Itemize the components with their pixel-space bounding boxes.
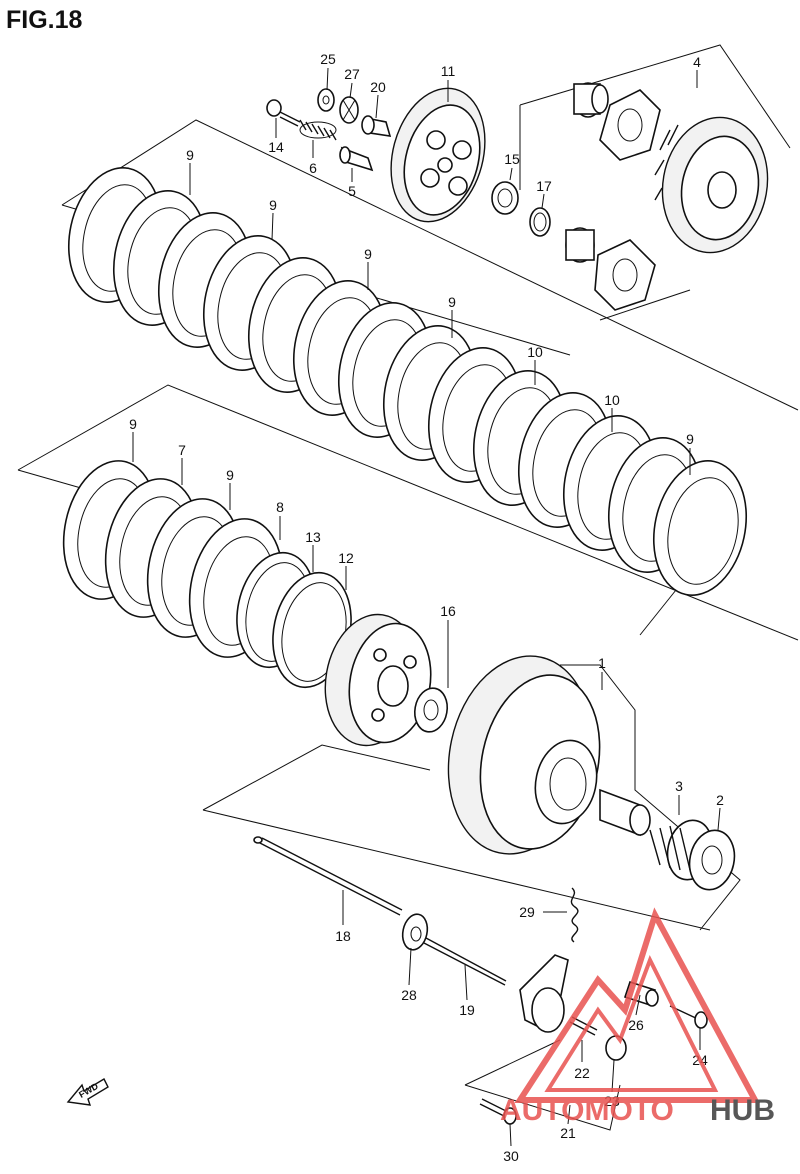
clutch-housing-4 [565, 82, 769, 311]
callout-5: 5 [348, 183, 356, 199]
callout-25: 25 [320, 51, 336, 67]
callout-30: 30 [503, 1148, 519, 1164]
callout-2: 2 [716, 792, 724, 808]
fwd-arrow: FWD [66, 1078, 109, 1106]
callout-9-c: 9 [364, 246, 372, 262]
callout-7: 7 [178, 442, 186, 458]
callout-6: 6 [309, 160, 317, 176]
watermark-text-right: HUB [710, 1094, 775, 1127]
callout-1: 1 [598, 655, 606, 671]
callout-13: 13 [305, 529, 321, 545]
watermark-text-left: AUTOMOTO [500, 1094, 674, 1127]
figure-title: FIG.18 [6, 6, 83, 34]
callout-16: 16 [440, 603, 456, 619]
callout-19: 19 [459, 1002, 475, 1018]
callout-28: 28 [401, 987, 417, 1003]
callout-27: 27 [344, 66, 360, 82]
callout-11: 11 [441, 63, 456, 79]
callout-4: 4 [693, 54, 701, 70]
callout-9-f: 9 [129, 416, 137, 432]
callout-12: 12 [338, 550, 354, 566]
top-small-parts [266, 88, 392, 172]
callout-9-a: 9 [186, 147, 194, 163]
callout-22: 22 [574, 1065, 590, 1081]
callout-10-a: 10 [527, 344, 543, 360]
callout-9-d: 9 [448, 294, 456, 310]
callout-10-b: 10 [604, 392, 620, 408]
callout-15: 15 [504, 151, 520, 167]
bearing-15-washer-17 [491, 181, 551, 237]
callout-9-b: 9 [269, 197, 277, 213]
upper-plate-stack [67, 167, 748, 596]
callout-29: 29 [519, 904, 535, 920]
callout-17: 17 [536, 178, 552, 194]
callout-14: 14 [268, 139, 284, 155]
sleeve-hub-16 [324, 613, 449, 747]
callout-3: 3 [675, 778, 683, 794]
watermark-logo: AUTOMOTO HUB [500, 907, 775, 1127]
callout-20: 20 [370, 79, 386, 95]
callout-26: 26 [628, 1017, 644, 1033]
housing-assembly-1 [447, 655, 736, 891]
lower-plate-stack [62, 460, 352, 689]
pressure-plate-11 [390, 87, 486, 223]
leader-lines [132, 67, 721, 1147]
callout-9-g: 9 [226, 467, 234, 483]
callout-18: 18 [335, 928, 351, 944]
callout-9-e: 9 [686, 431, 694, 447]
callout-21: 21 [560, 1125, 576, 1141]
callout-8: 8 [276, 499, 284, 515]
push-rods [253, 836, 507, 986]
